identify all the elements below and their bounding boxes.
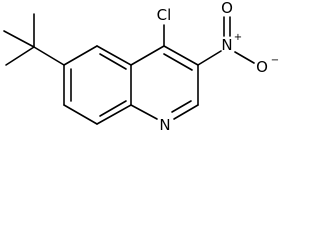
bond-c2-n1-inner bbox=[171, 100, 192, 113]
chemical-structure: Cl N + O O − N bbox=[3, 0, 279, 134]
atom-label-nitro-oxygen-single: O bbox=[256, 58, 268, 76]
charge-label-nitro-oxygen: − bbox=[271, 55, 279, 66]
bond-c8a-c8-inner bbox=[99, 100, 127, 117]
atom-label-chlorine: Cl bbox=[157, 6, 172, 24]
bond-c5-c4a-inner bbox=[99, 53, 127, 70]
pyridine-ring bbox=[130, 45, 199, 120]
atom-label-nitro-oxygen-double: O bbox=[221, 0, 233, 17]
charge-label-nitro-nitrogen: + bbox=[234, 32, 242, 43]
bond-tbu-methyl-left bbox=[3, 30, 35, 48]
bond-c8a-c8 bbox=[96, 104, 132, 125]
atom-label-ring-nitrogen: N bbox=[159, 116, 170, 134]
bond-c6-c5 bbox=[63, 45, 98, 66]
bond-c4-c3-inner bbox=[163, 53, 193, 71]
bond-tbu-quaternary-to-ring bbox=[33, 46, 65, 66]
bond-n1-c8a bbox=[130, 104, 158, 120]
benzo-ring bbox=[63, 45, 132, 125]
bond-c8-c7 bbox=[63, 104, 98, 125]
bond-c3-nitro-n bbox=[197, 50, 222, 66]
bond-c4a-c4 bbox=[130, 45, 165, 66]
bond-c4-c3 bbox=[163, 45, 199, 66]
bond-tbu-methyl-bottom bbox=[5, 46, 35, 66]
bond-c2-n1 bbox=[173, 104, 199, 120]
bond-c5-c4a bbox=[96, 45, 132, 66]
atom-label-nitro-nitrogen: N bbox=[221, 36, 232, 54]
tert-butyl-group bbox=[3, 13, 65, 66]
bond-nitro-n-o-single bbox=[234, 51, 255, 64]
